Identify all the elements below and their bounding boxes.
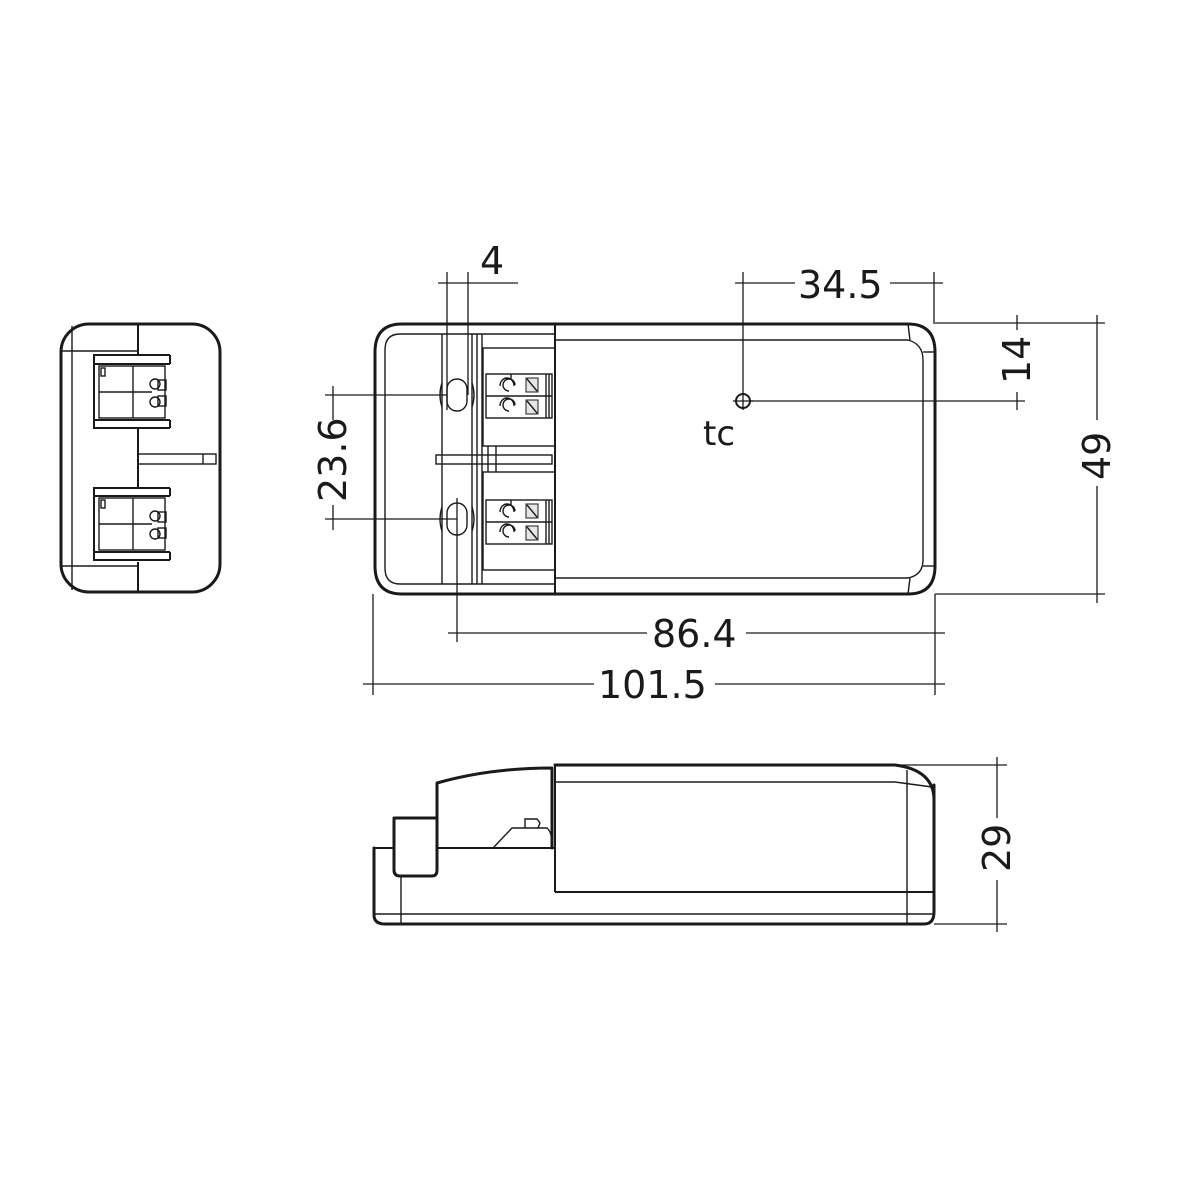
side-view	[372, 763, 936, 926]
dimension-lines	[325, 272, 1105, 695]
tc-label: tc	[703, 414, 735, 454]
dim-height: 49	[1075, 432, 1119, 480]
dim-tc-from-right: 34.5	[798, 263, 883, 307]
dimension-depth	[900, 757, 1007, 932]
dim-tc-from-top: 14	[995, 336, 1039, 384]
terminal-block-upper	[482, 347, 556, 447]
dim-length: 101.5	[598, 663, 707, 707]
dim-hole-spacing: 23.6	[311, 417, 355, 502]
end-view	[59, 322, 222, 594]
top-view: tc	[373, 322, 937, 596]
end-terminal-upper	[93, 354, 171, 429]
dim-slot-width: 4	[480, 239, 504, 283]
dim-hole-to-right: 86.4	[652, 612, 737, 656]
end-terminal-lower	[93, 487, 171, 561]
dim-depth: 29	[975, 824, 1019, 872]
terminal-block-lower	[482, 471, 556, 571]
